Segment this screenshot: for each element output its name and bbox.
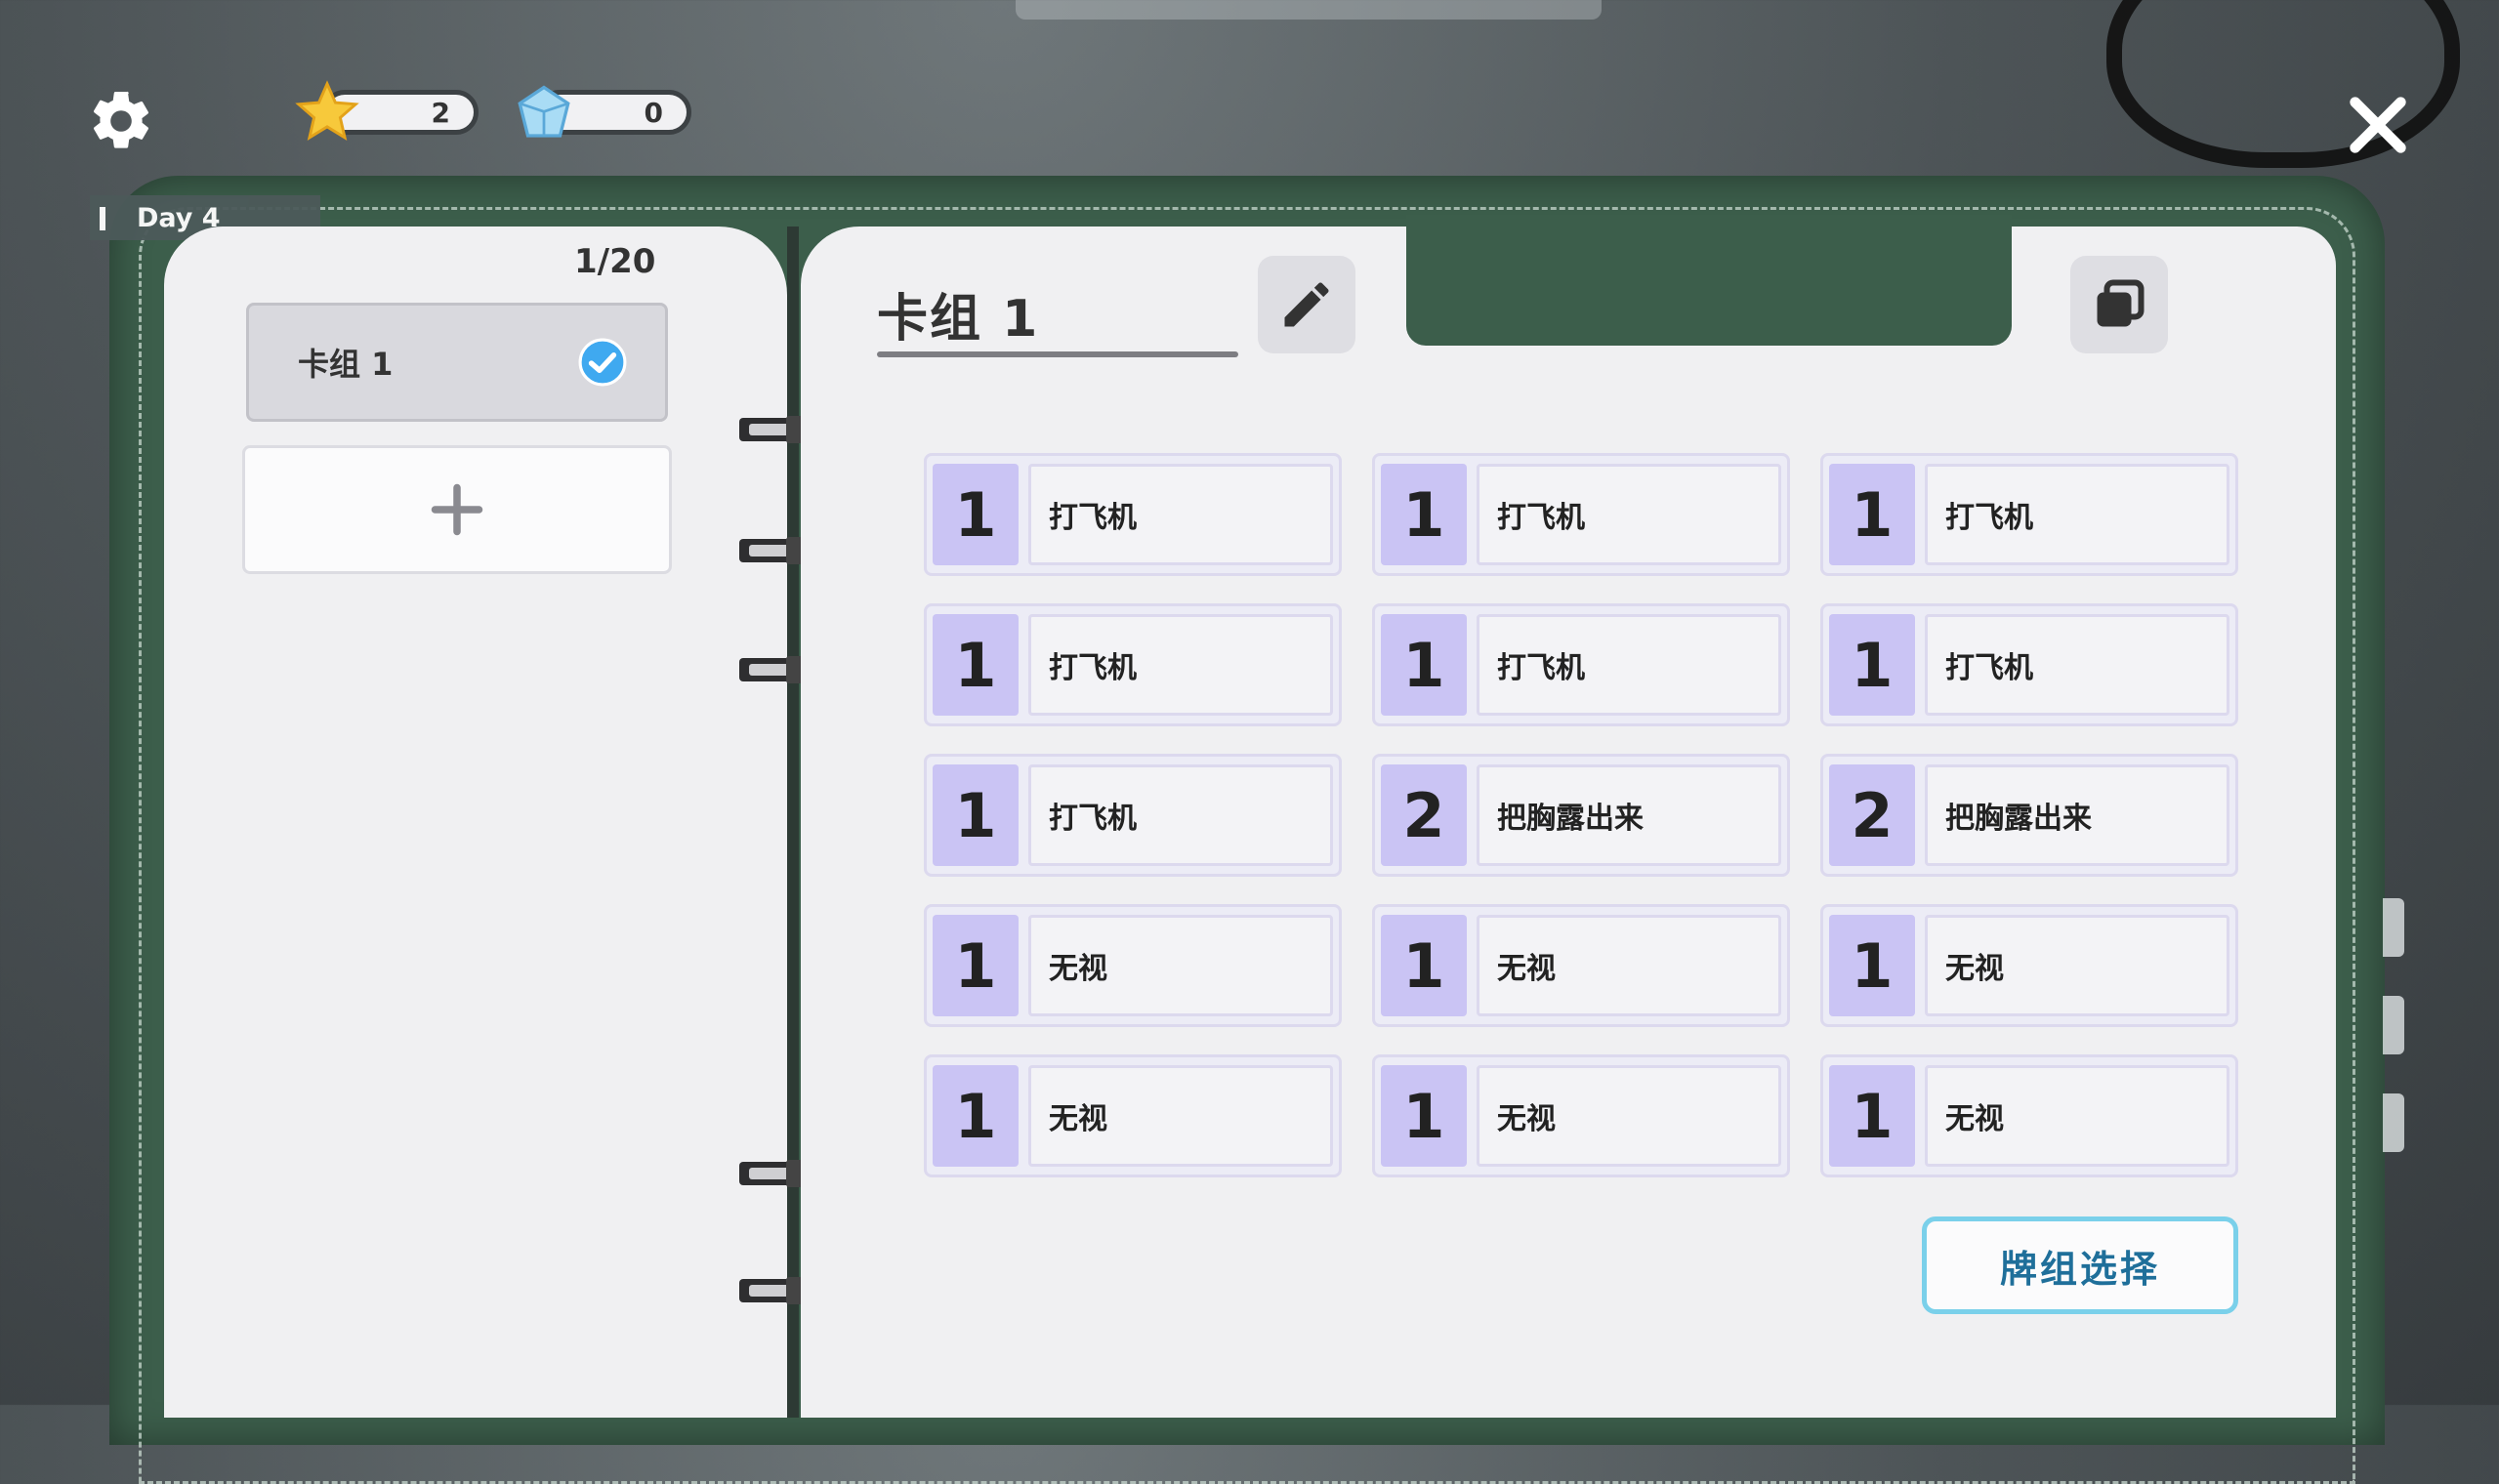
copy-icon [2097, 279, 2145, 327]
add-deck-button[interactable] [242, 445, 672, 574]
card-cost: 1 [1829, 464, 1915, 565]
card-cost: 1 [933, 614, 1019, 716]
star-count: 2 [431, 96, 450, 129]
background-paper [1016, 0, 1602, 20]
card-cost: 2 [1381, 764, 1467, 866]
card-name: 打飞机 [1477, 614, 1781, 716]
rename-deck-button[interactable] [1258, 256, 1355, 353]
card-name: 打飞机 [1925, 464, 2229, 565]
deck-title: 卡组 1 [877, 290, 1040, 349]
gear-icon[interactable] [86, 86, 156, 156]
binder-spine [787, 227, 799, 1418]
card-cost: 1 [933, 1065, 1019, 1167]
card-name: 打飞机 [1925, 614, 2229, 716]
star-icon [295, 80, 359, 142]
card-cost: 1 [1381, 464, 1467, 565]
pencil-icon [1284, 282, 1329, 327]
deck-list-item-label: 卡组 1 [298, 346, 394, 383]
side-tab [2383, 1093, 2404, 1152]
card-cost: 1 [1829, 614, 1915, 716]
card-cost: 1 [1381, 614, 1467, 716]
card-name: 把胸露出来 [1925, 764, 2229, 866]
card-name: 打飞机 [1028, 614, 1333, 716]
card-name: 无视 [1028, 1065, 1333, 1167]
close-icon[interactable] [2339, 86, 2417, 164]
gem-icon [518, 85, 570, 138]
page-tab-cutout [1406, 215, 2012, 346]
card-name: 把胸露出来 [1477, 764, 1781, 866]
card-cost: 1 [933, 915, 1019, 1016]
card-cost: 1 [933, 464, 1019, 565]
card-name: 打飞机 [1028, 764, 1333, 866]
card-name: 打飞机 [1028, 464, 1333, 565]
card-cost: 1 [1381, 1065, 1467, 1167]
left-page-deck-list [164, 227, 787, 1418]
check-icon [578, 338, 627, 387]
deck-title-underline [877, 351, 1238, 357]
card-name: 无视 [1028, 915, 1333, 1016]
select-deck-button-label: 牌组选择 [1999, 1247, 2160, 1291]
card-name: 无视 [1477, 915, 1781, 1016]
card-name: 打飞机 [1477, 464, 1781, 565]
card-cost: 2 [1829, 764, 1915, 866]
side-tab [2383, 996, 2404, 1054]
card-name: 无视 [1925, 1065, 2229, 1167]
deck-counter: 1/20 [574, 242, 656, 281]
copy-deck-button[interactable] [2070, 256, 2168, 353]
card-name: 无视 [1477, 1065, 1781, 1167]
card-cost: 1 [1829, 1065, 1915, 1167]
card-cost: 1 [1381, 915, 1467, 1016]
side-tab [2383, 898, 2404, 957]
card-cost: 1 [933, 764, 1019, 866]
card-cost: 1 [1829, 915, 1915, 1016]
gem-count: 0 [644, 96, 663, 129]
plus-icon [431, 483, 483, 536]
card-name: 无视 [1925, 915, 2229, 1016]
select-deck-button[interactable]: 牌组选择 [1922, 1216, 2238, 1314]
